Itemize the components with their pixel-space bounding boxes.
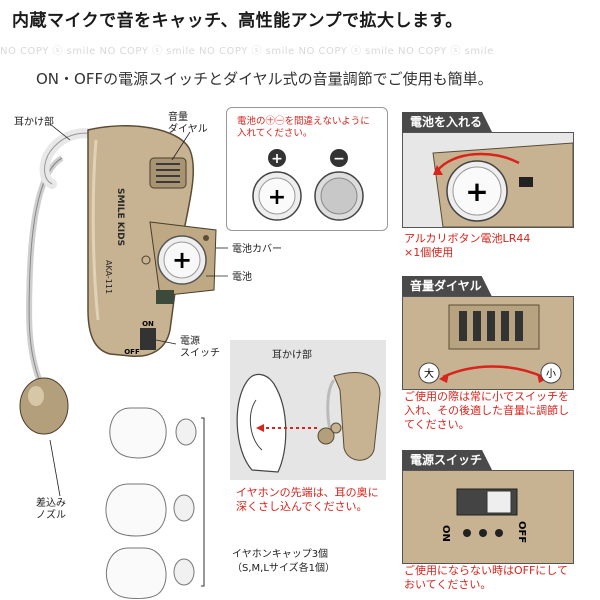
polarity-plus-symbol: +: [271, 151, 283, 167]
battery-polarity-note: 電池の㊉㊀を間違えないように入れてください。 + − +: [226, 107, 388, 231]
panel-power-caption: ご使用にならない時はOFFにしておいてください。: [404, 564, 568, 591]
ear-cap-small: [109, 407, 167, 459]
label-nozzle: 差込み ノズル: [36, 498, 66, 521]
polarity-minus-symbol: −: [333, 151, 345, 167]
battery-insert-graphic: +: [403, 133, 573, 227]
panel-power-image: ON OFF: [402, 470, 574, 564]
body-highlight: [91, 139, 100, 321]
mini-earpiece: [317, 427, 335, 445]
label-earcap: イヤホンキャップ3個: [232, 549, 329, 560]
headline: 内蔵マイクで音をキャッチ、高性能アンプで拡大します。: [12, 11, 463, 31]
volume-large-badge: [418, 362, 440, 384]
volume-dial[interactable]: [149, 157, 187, 189]
ear-cap-large: [106, 547, 167, 599]
ear-cap-small-side: [175, 418, 197, 446]
ear-cap-medium: [105, 483, 167, 537]
power-switch-graphic: ON OFF: [403, 471, 573, 563]
volume-dial-grip: [156, 163, 180, 183]
label-ear-hook: 耳かけ部: [14, 117, 54, 128]
panel-power: 電源スイッチ ON OFF ご使用にならない時はOFFにしておいてください。: [402, 450, 574, 600]
battery-plus-sign: +: [172, 246, 192, 274]
earpiece-nozzle: [19, 377, 69, 435]
device-off-label: OFF: [124, 348, 140, 356]
panel-volume-image: 大 小: [402, 296, 574, 390]
battery-minus-inner: [320, 177, 358, 215]
volume-arrow-left: [439, 373, 449, 383]
panel-volume: 音量ダイヤル 大 小 ご使用の際は常に小でスイッチを入れ、その後適した音量に調節…: [402, 276, 574, 436]
power-switch-knob: [486, 490, 512, 514]
volume-range-arrow: [442, 365, 544, 379]
panel-battery-title: 電池を入れる: [402, 112, 492, 132]
ear-graphic: [236, 372, 381, 473]
label-battery-cover: 電池カバー: [232, 244, 282, 255]
panel-battery-caption: アルカリボタン電池LR44 ×1個使用: [404, 232, 531, 259]
ear-cap-large-side: [173, 558, 195, 586]
watermark-text: NO COPY ⓢ smile NO COPY ⓢ smile NO COPY …: [0, 46, 494, 57]
volume-dial-graphic: 大 小: [403, 297, 573, 389]
ear-caps: [105, 407, 205, 599]
ear-cap-medium-side: [173, 494, 195, 522]
ear-outline: [236, 373, 287, 473]
polarity-plus-badge: [268, 149, 286, 167]
battery-plus-mark: +: [268, 185, 286, 210]
power-dot-1: [463, 529, 471, 537]
polarity-note-text: 電池の㊉㊀を間違えないように入れてください。: [237, 116, 370, 139]
subheadline: ON・OFFの電源スイッチとダイヤル式の音量調節でご使用も簡単。: [36, 70, 493, 88]
device-model: AKA-111: [104, 260, 113, 294]
cover-hinge-screw: [203, 235, 209, 241]
panel-battery: 電池を入れる + アルカリボタン電池LR44 ×1個使用: [402, 112, 574, 272]
label-ear-hook-2: 耳かけ部: [272, 350, 312, 361]
ear-hook-outline: [44, 132, 101, 185]
battery-insert-arrow: [436, 152, 520, 172]
polarity-minus-badge: [330, 149, 348, 167]
power-panel-bg: [403, 471, 573, 563]
power-switch[interactable]: [140, 328, 156, 350]
earphone-insertion-note: イヤホンの先端は、耳の奥に深くさし込んでください。: [236, 486, 379, 513]
panel-volume-caption: ご使用の際は常に小でスイッチを入れ、その後適した音量に調節してください。: [404, 390, 570, 431]
hearing-aid-illustration: + ON OFF SMILE KIDS AKA-111: [19, 123, 228, 599]
earpiece-highlight: [28, 386, 44, 406]
ear-inner-fold: [249, 399, 263, 451]
insertion-arrow-head: [256, 424, 264, 432]
mini-earpiece-cap: [330, 422, 342, 434]
device-brand: SMILE KIDS: [115, 188, 125, 246]
volume-small-label: 小: [546, 368, 556, 380]
panel-volume-title: 音量ダイヤル: [402, 276, 492, 296]
mini-hearing-aid: [333, 372, 381, 461]
battery-panel-cell-face: [452, 166, 502, 216]
power-dot-3: [495, 529, 503, 537]
battery-insert-arrow-head: [433, 165, 443, 175]
battery-panel-plus: +: [465, 175, 488, 208]
polarity-battery-graphic: + − +: [252, 149, 364, 221]
sound-tube: [26, 155, 64, 384]
volume-dial-ribs: [459, 311, 523, 341]
panel-battery-image: +: [402, 132, 574, 228]
device-on-label: ON: [142, 320, 154, 328]
power-dot-2: [479, 529, 487, 537]
body-screw: [141, 255, 151, 265]
battery-panel-switch: [519, 177, 533, 187]
label-battery: 電池: [232, 272, 252, 283]
battery-compartment: [156, 290, 174, 304]
battery-face: [163, 241, 201, 279]
leader-lines: [49, 123, 228, 497]
battery-plus-inner: [258, 177, 296, 215]
power-off-label: OFF: [516, 521, 527, 543]
panel-power-title: 電源スイッチ: [402, 450, 492, 470]
power-on-label: ON: [440, 525, 451, 542]
volume-small-badge: [540, 362, 562, 384]
label-earcap-sizes: （S,M,Lサイズ各1個）: [232, 563, 335, 574]
volume-large-label: 大: [424, 367, 434, 380]
label-volume-dial: 音量 ダイヤル: [168, 112, 208, 135]
ear-cap-bracket: [201, 417, 205, 587]
label-power-switch: 電源 スイッチ: [180, 336, 220, 359]
ear-insertion-diagram: 耳かけ部: [230, 340, 386, 480]
